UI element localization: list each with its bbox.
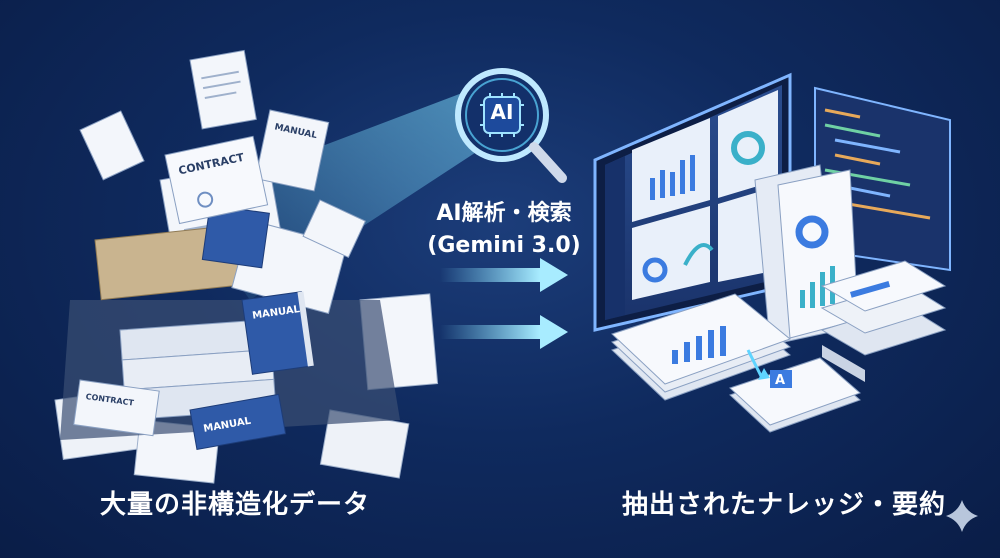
summary-badge-label: A: [775, 373, 785, 388]
process-model-label: (Gemini 3.0): [427, 233, 581, 258]
arrow-right-icon: [440, 258, 568, 292]
unstructured-data-caption: 大量の非構造化データ: [100, 490, 371, 520]
arrow-right-icon-2: [440, 315, 568, 349]
ai-chip-label: AI: [490, 100, 514, 124]
document-pile: MANUAL CONTRACT MANUAL MANUAL: [54, 49, 439, 484]
process-label: AI解析・検索: [436, 201, 572, 226]
sparkle-icon: [946, 500, 978, 532]
magnifier-icon: [455, 68, 567, 183]
report-sheets: [754, 164, 859, 346]
summary-document: A: [729, 349, 861, 433]
extracted-knowledge-caption: 抽出されたナレッジ・要約: [622, 490, 947, 520]
ai-chip-icon: [480, 93, 524, 137]
data-block-stack: [820, 260, 947, 382]
manual-book: MANUAL: [241, 291, 314, 375]
dashboard-monitor: [593, 72, 792, 332]
report-stack-left: [611, 293, 791, 401]
